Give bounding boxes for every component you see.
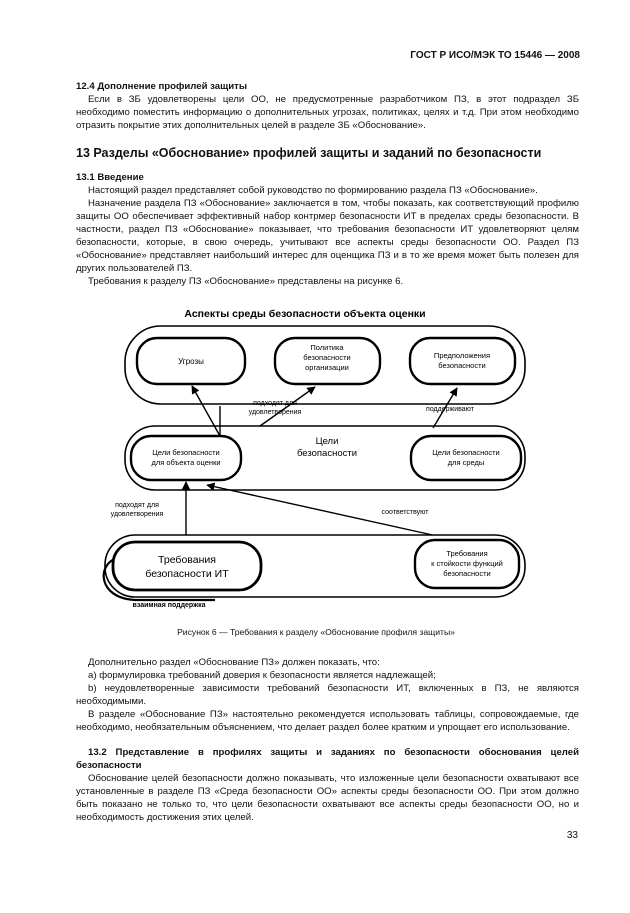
section-13-1-paragraph-1: Настоящий раздел представляет собой руко… <box>88 185 538 196</box>
organization-policy-line-3: организации <box>305 363 349 372</box>
document-code-header: ГОСТ Р ИСО/МЭК ТО 15446 — 2008 <box>410 50 580 61</box>
assumptions-line-1: Предположения <box>434 351 490 360</box>
assumptions-line-2: безопасности <box>438 361 485 370</box>
threats-label: Угрозы <box>178 357 204 366</box>
section-13-2-heading: 13.2 Представление в профилях защиты и з… <box>76 747 579 771</box>
goals-environment-line-1: Цели безопасности <box>432 448 500 457</box>
strength-requirements-box <box>413 538 521 590</box>
threats-box <box>135 336 247 386</box>
organization-policy-line-1: Политика <box>310 343 344 352</box>
list-item-b: b) неудовлетворенные зависимости требова… <box>76 683 579 707</box>
goals-center-line-2: безопасности <box>297 448 357 459</box>
edge-satisfy-bottom-line-2: удовлетворения <box>111 511 164 518</box>
section-13-1-paragraph-2: Назначение раздела ПЗ «Обоснование» закл… <box>76 198 579 274</box>
edge-support-label: поддерживают <box>426 406 475 413</box>
page-number: 33 <box>566 830 578 841</box>
goals-object-line-1: Цели безопасности <box>152 448 220 457</box>
it-requirements-line-2: безопасности ИТ <box>145 568 229 580</box>
assumptions-box <box>408 336 517 386</box>
edge-satisfy-bottom-line-1: подходят для <box>115 502 159 509</box>
goals-environment-line-2: для среды <box>448 458 485 467</box>
list-item-a: а) формулировка требований доверия к без… <box>88 670 436 681</box>
it-requirements-box <box>111 540 263 592</box>
after-figure-paragraph-2: В разделе «Обоснование ПЗ» настоятельно … <box>76 709 579 733</box>
it-requirements-line-1: Требования <box>158 554 216 566</box>
arrow-goals-to-policy <box>259 386 316 427</box>
strength-requirements-line-3: безопасности <box>443 569 490 578</box>
organization-policy-line-2: безопасности <box>303 353 350 362</box>
edge-satisfy-top-line-1: подходят для <box>253 400 297 407</box>
strength-requirements-line-2: к стойкости функций <box>431 559 503 568</box>
section-12-4-heading: 12.4 Дополнение профилей защиты <box>76 81 248 92</box>
mutual-support-label: взаимная поддержка <box>133 602 206 609</box>
goals-object-line-2: для объекта оценки <box>151 458 220 467</box>
organization-policy-box <box>273 336 382 386</box>
mutual-support-arc <box>102 556 215 602</box>
goals-center-line-1: Цели <box>316 436 339 447</box>
goals-environment-box <box>409 434 523 482</box>
section-13-1-heading: 13.1 Введение <box>76 172 144 183</box>
section-13-2-text: Обоснование целей безопасности должно по… <box>76 773 579 823</box>
strength-requirements-line-1: Требования <box>446 549 487 558</box>
edge-satisfy-top-line-2: удовлетворения <box>249 409 302 416</box>
figure-6-caption: Рисунок 6 — Требования к разделу «Обосно… <box>177 627 455 637</box>
arrow-strength-to-goals <box>206 482 456 541</box>
figure-6-diagram: Аспекты среды безопасности объекта оценк… <box>102 308 526 609</box>
section-13-1-paragraph-3: Требования к разделу ПЗ «Обоснование» пр… <box>88 276 404 287</box>
arrow-goals-obj-to-threats <box>191 385 221 437</box>
after-figure-paragraph-1: Дополнительно раздел «Обоснование ПЗ» до… <box>88 657 380 668</box>
goals-object-box <box>129 434 243 482</box>
arrow-goals-env-to-assumptions <box>432 387 458 429</box>
figure-title: Аспекты среды безопасности объекта оценк… <box>184 308 425 320</box>
section-13-heading: 13 Разделы «Обоснование» профилей защиты… <box>76 146 542 160</box>
edge-correspond-label: соответствуют <box>382 509 430 516</box>
section-12-4-text: Если в ЗБ удовлетворены цели ОО, не пред… <box>76 94 579 131</box>
